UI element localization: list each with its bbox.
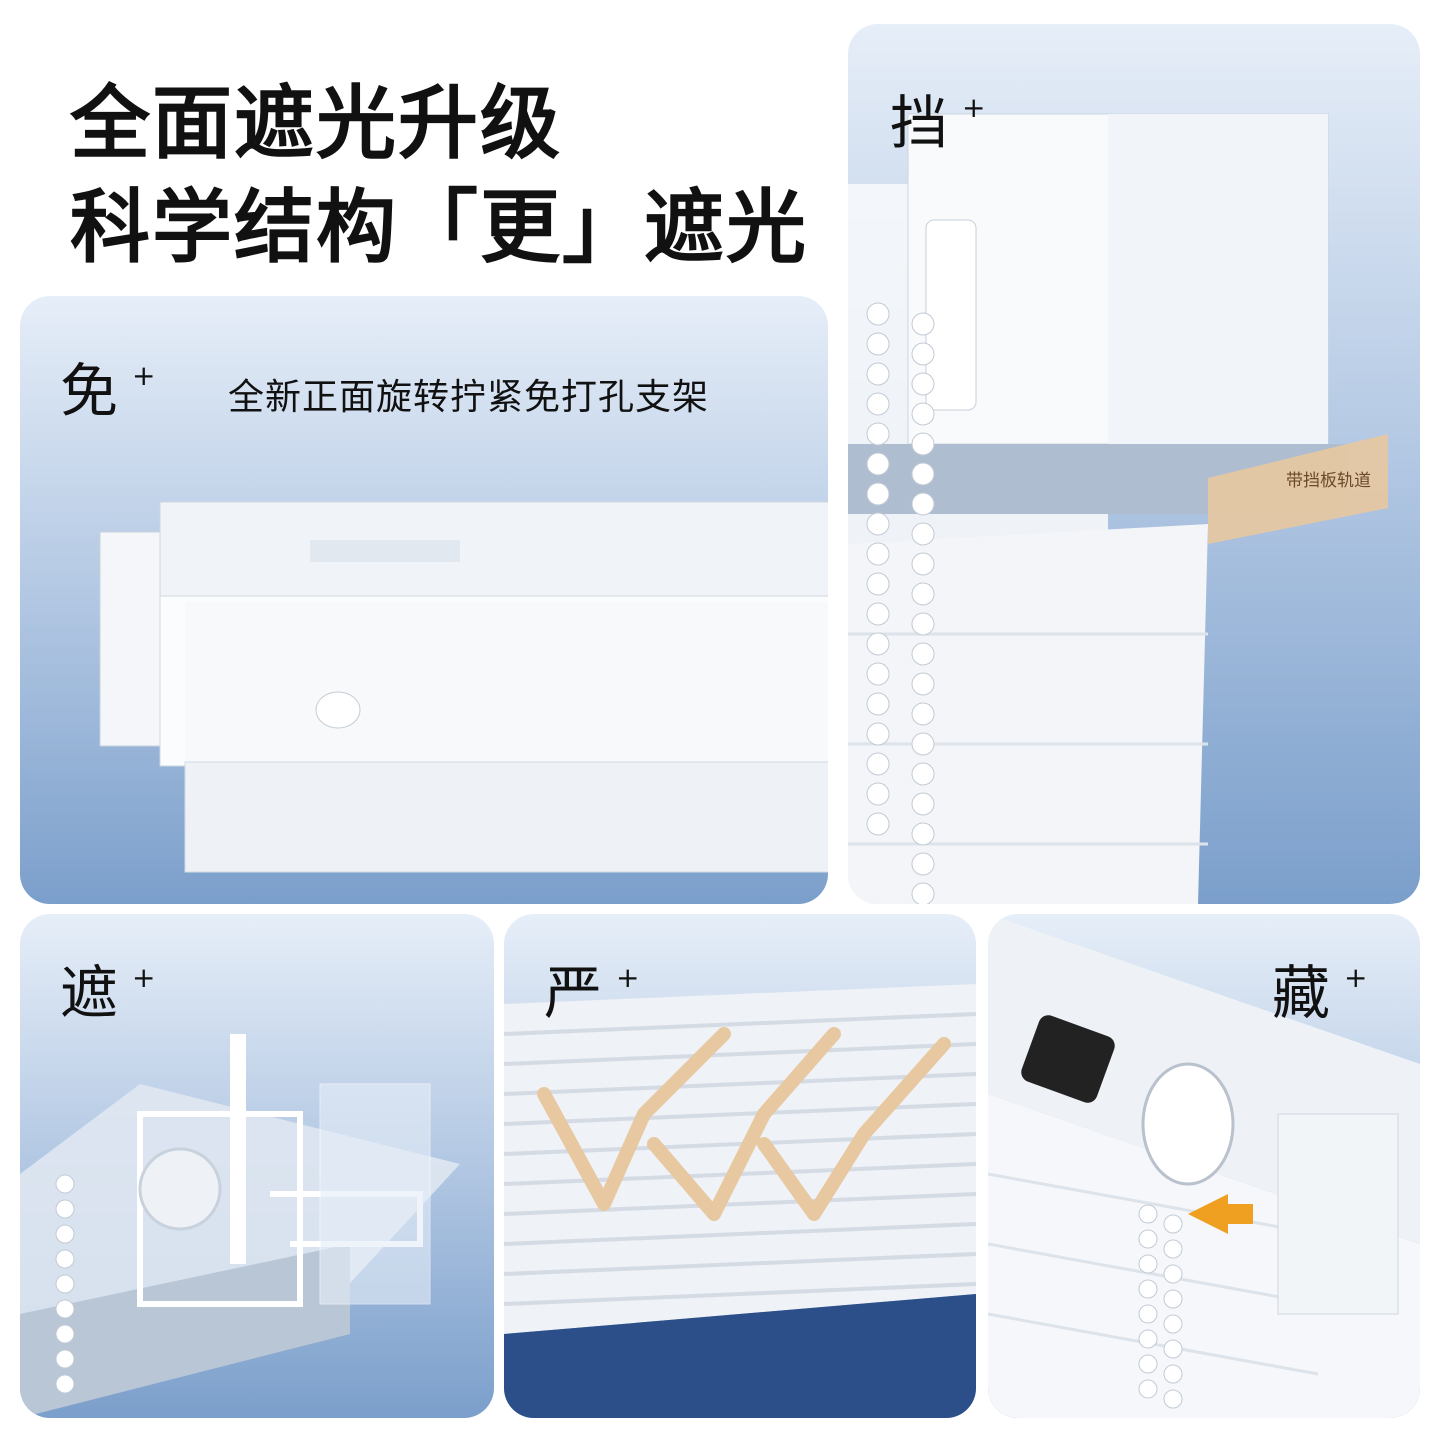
label-cang-text: 藏 <box>1272 959 1331 1027</box>
plus-icon: + <box>962 91 986 124</box>
label-mian: 免+ <box>60 344 155 428</box>
shield-rail-illustration <box>848 113 1388 904</box>
label-dang-text: 挡 <box>890 89 949 157</box>
label-mian-text: 免 <box>60 357 119 425</box>
caption-mian: 全新正面旋转拧紧免打孔支架 <box>228 377 710 418</box>
plus-icon: + <box>132 359 156 392</box>
plus-icon: + <box>132 961 156 994</box>
rail-bracket-illustration <box>99 501 828 873</box>
panel-dang: 挡+ <box>848 24 1420 904</box>
plus-icon: + <box>1344 961 1368 994</box>
label-yan: 严+ <box>544 946 639 1030</box>
headline-line-2: 科学结构「更」遮光 <box>70 181 808 274</box>
label-yan-text: 严 <box>544 959 603 1027</box>
panel-yan: 严+ <box>504 914 976 1418</box>
label-cang: 藏+ <box>1272 946 1367 1030</box>
label-zhe-text: 遮 <box>60 959 119 1027</box>
panel-cang: 藏+ <box>988 914 1420 1418</box>
label-zhe: 遮+ <box>60 946 155 1030</box>
slat-seal-illustration <box>504 984 976 1418</box>
headline-line-1: 全面遮光升级 <box>70 77 562 170</box>
rail-cross-section-illustration <box>20 1034 460 1418</box>
panel-zhe: 遮+ <box>20 914 494 1418</box>
hidden-mechanism-illustration <box>988 914 1420 1418</box>
panel-mian: 免+ 全新正面旋转拧紧免打孔支架 <box>20 296 828 904</box>
plus-icon: + <box>616 961 640 994</box>
tag-shield-rail: 带挡板轨道 <box>1286 471 1371 491</box>
headline: 全面遮光升级 科学结构「更」遮光 <box>70 72 808 280</box>
label-dang: 挡+ <box>890 76 985 160</box>
